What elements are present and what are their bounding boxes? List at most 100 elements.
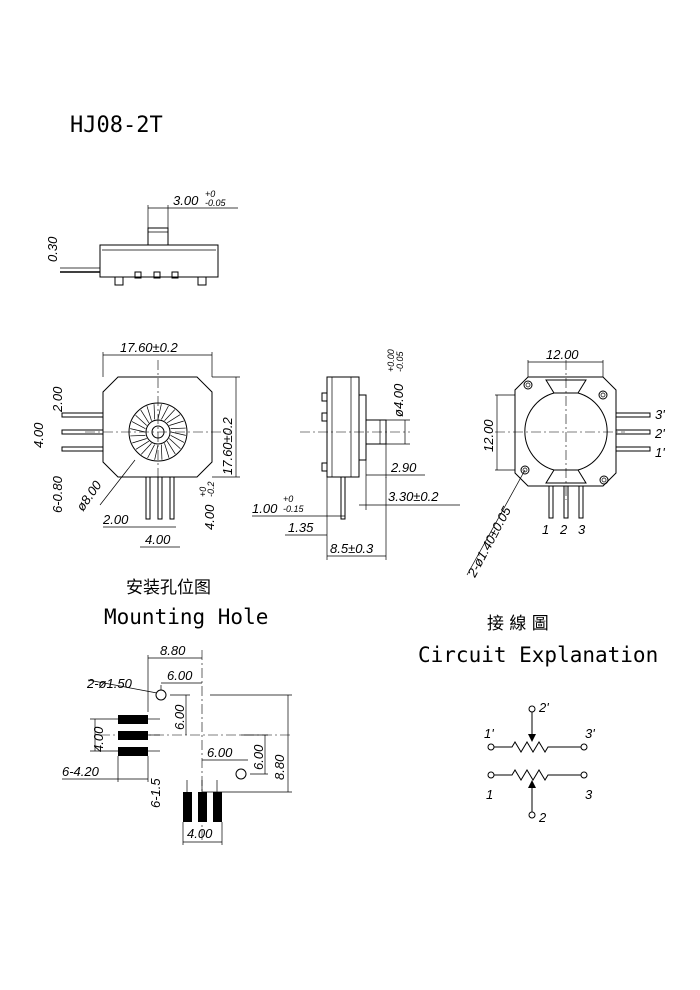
back-hole-bl [520,465,530,475]
knob-ridge [132,438,147,444]
mount-hole [235,768,247,780]
mounting-title-en: Mounting Hole [104,605,268,629]
back-view: 12.00 12.00 2-ø1.40±0.05 3' 2' 1' 1 2 3 [464,347,665,580]
knob-ridge [140,409,150,423]
knob-ridge [170,427,186,429]
pin-label-3: 3 [578,522,586,537]
knob-ridge [140,443,152,455]
knob-ridge [167,414,181,424]
back-body [514,376,617,487]
pin-label-2p: 2' [654,426,665,441]
knob-ridge [166,441,176,455]
dim-mount-hole-dia: 2-ø1.50 [86,676,133,691]
knob-ridge [131,421,146,429]
side-view: 3.00 +0 -0.05 0.30 [45,189,238,286]
drawing-title: HJ08-2T [70,113,163,138]
dim-pin-tol-upper: +0 [283,494,293,504]
terminal-3 [580,771,588,779]
back-hole-tr [598,390,608,400]
profile-view: ø4.00 +0.00 -0.05 2.90 3.30±0.2 1.00 +0 … [252,349,460,560]
knob-ridge [170,435,185,443]
dim-mount-a: 6.00 [167,668,193,683]
dim-mount-span: 8.80 [160,643,186,658]
back-hole-br [599,475,609,485]
mount-slot [118,747,148,756]
mount-slot [183,792,192,822]
dim-mount-c: 6.00 [207,745,233,760]
circuit-section: 接 線 圖 Circuit Explanation 1' 2' 3' 1 2 3 [418,614,658,825]
dim-body-depth: 3.30±0.2 [388,489,439,504]
dim-back-width: 12.00 [546,347,579,362]
label-1p: 1' [484,726,494,741]
knob-ridge [170,431,186,436]
knob-ridge [147,444,155,459]
knob-ridge [135,440,149,450]
pin-label-2: 2 [559,522,568,537]
terminal-1p [487,743,495,751]
mount-slot [118,731,148,740]
dim-mount-bottom-group: 4.00 [187,826,213,841]
dim-shaft-dia: ø4.00 [391,383,406,417]
dim-mount-span2: 8.80 [272,754,287,780]
dim-front-pin-group: 4.00 [31,422,46,448]
knob-ridge [164,409,176,421]
front-view: 17.60±0.2 17.60±0.2 2.00 4.00 6-0.80 ø8.… [31,340,240,548]
knob-ridge [169,420,184,426]
label-3p: 3' [585,726,595,741]
mount-slot [118,715,148,724]
dim-front-offset: 4.00 [202,504,217,530]
resistor-bottom [494,769,581,781]
dim-mount-pad-group: 4.00 [91,726,106,752]
label-3: 3 [585,787,593,802]
circuit-title-en: Circuit Explanation [418,643,658,667]
dim-side-thickness: 0.30 [45,236,60,262]
knob-ridge [130,428,146,433]
knob-ridge [146,406,152,421]
dim-mount-slots: 6-4.20 [62,764,100,779]
dim-side-width-tol-upper: +0 [205,189,215,199]
resistor-top [494,741,581,753]
dim-front-width: 17.60±0.2 [120,340,179,355]
back-hole-tl [523,380,533,390]
dim-front-bottom-group: 4.00 [145,532,171,547]
terminal-1 [487,771,495,779]
terminal-3p [580,743,588,751]
terminal-2 [528,811,536,819]
dim-front-knob-dia: ø8.00 [73,477,105,513]
dim-total-depth: 8.5±0.3 [330,541,374,556]
pin-label-3p: 3' [655,407,665,422]
pin-label-1p: 1' [655,445,665,460]
label-1: 1 [486,787,493,802]
dim-shaft-len: 2.90 [390,460,417,475]
knob-ridge [154,444,159,460]
side-shaft [147,227,169,246]
dim-pin-thk: 1.00 [252,501,278,516]
dim-front-height: 17.60±0.2 [220,416,235,475]
knob-ridge [169,438,181,450]
dim-front-offset-tol-lower: -0.2 [206,481,216,497]
knob-ridge [161,444,163,460]
front-body [102,376,213,478]
knob-ridge [130,435,146,437]
label-2p: 2' [538,700,549,715]
mounting-title-cn: 安装孔位图 [126,578,211,598]
dim-side-width-tol-lower: -0.05 [205,198,227,208]
dim-shaft-tol-upper: +0.00 [386,349,396,372]
mount-slot [213,792,222,822]
knob-ridge [161,405,169,420]
dim-front-pin-spacing: 2.00 [50,386,65,413]
dim-front-bottom-pitch: 2.00 [102,512,129,527]
knob-ridge [164,443,170,458]
dim-back-height: 12.00 [481,419,496,452]
pin-label-1: 1 [542,522,549,537]
knob-ridge [135,414,147,426]
dim-front-pin-pitch: 6-0.80 [50,475,65,513]
circuit-title-cn: 接 線 圖 [487,614,549,634]
dim-mount-d: 6.00 [251,744,266,770]
knob-ridge [157,404,162,420]
dim-pin-tol-lower: -0.15 [283,504,305,514]
terminal-2p [528,705,536,713]
dim-mount-slot-w: 6-1.5 [148,778,163,808]
dim-gap: 1.35 [288,520,314,535]
dim-front-offset-tol-upper: +0 [198,487,208,497]
